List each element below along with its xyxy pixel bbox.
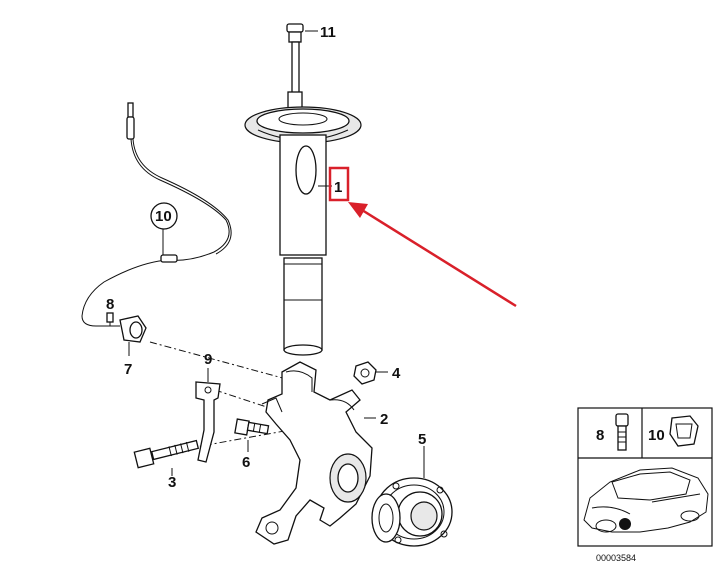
label-part-10-circle [150, 202, 178, 230]
alignment-line-sensor [149, 341, 291, 381]
label-part-11: 11 [320, 24, 336, 41]
label-part-3: 3 [168, 474, 176, 491]
highlight-box [328, 166, 350, 202]
inset-clip [669, 415, 699, 447]
label-part-10: 10 [155, 208, 172, 225]
label-part-5: 5 [418, 431, 426, 448]
label-part-4: 4 [392, 365, 401, 382]
inset-box: 8 10 [577, 407, 713, 547]
strut-rod [287, 41, 303, 109]
label-part-7: 7 [124, 361, 132, 378]
part-1-strut [279, 134, 332, 356]
label-part-8: 8 [106, 296, 114, 313]
inset-car-outline [583, 467, 709, 533]
part-4-nut [353, 361, 388, 385]
part-2-knuckle [255, 361, 376, 545]
inset-screw [615, 413, 629, 451]
inset-location-marker [619, 518, 631, 530]
part-7-sensor [119, 315, 147, 356]
label-part-2: 2 [380, 411, 388, 428]
spring-seat [244, 106, 362, 144]
label-part-9: 9 [204, 351, 212, 368]
part-5-hub [371, 446, 453, 547]
part-8-screw [106, 312, 114, 326]
part-11-nut [286, 23, 318, 43]
label-part-1: 1 [334, 179, 342, 196]
part-6-bolt [234, 418, 270, 452]
inset-code: 00003584 [596, 553, 636, 563]
label-part-6: 6 [242, 454, 250, 471]
inset-label-10: 10 [648, 427, 665, 444]
part-10-sensor-cable [81, 102, 232, 327]
part-9-bracket [195, 368, 221, 463]
highlight-arrow [348, 202, 517, 308]
inset-label-8: 8 [596, 427, 604, 444]
part-3-bolt [133, 439, 200, 476]
